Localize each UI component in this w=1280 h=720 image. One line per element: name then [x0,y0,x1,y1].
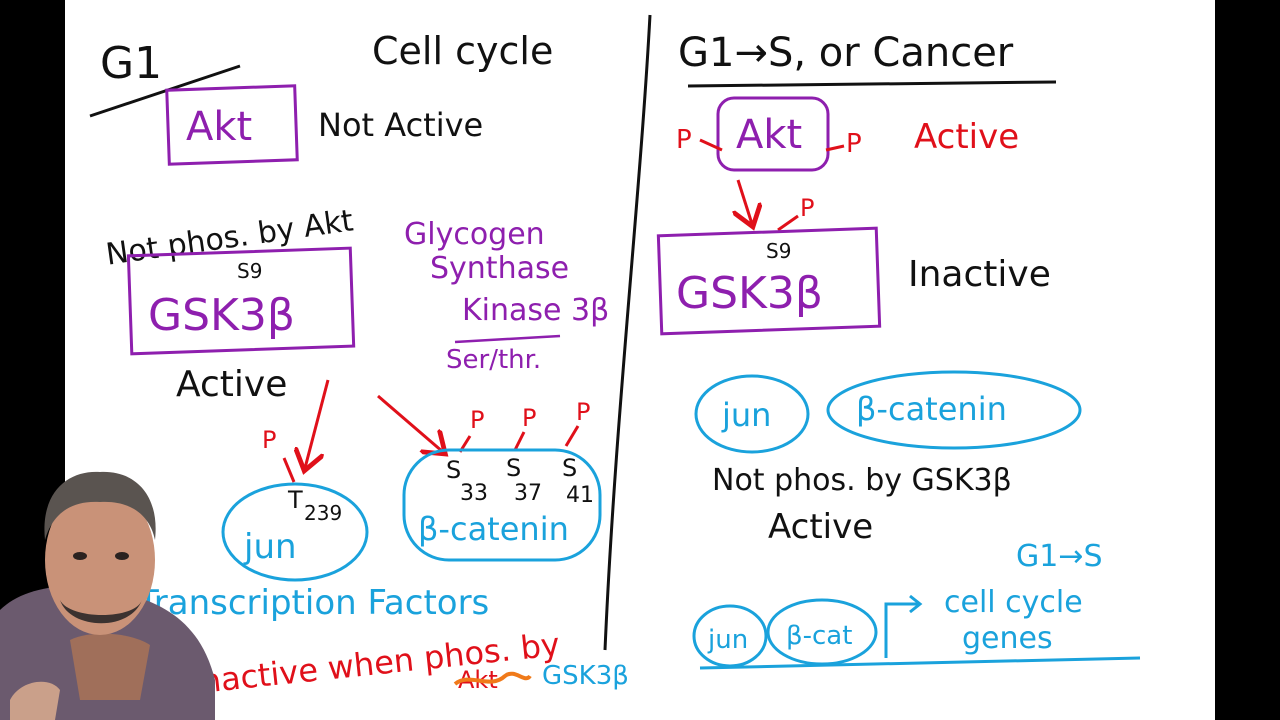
bcat-label-left: β-catenin [418,510,569,548]
jun-oval-right [694,374,810,454]
dna-line [699,656,1141,670]
right-black-bar [1215,0,1280,720]
g1-header: G1 [100,38,162,89]
glycogen-label: Glycogen [404,217,545,252]
gsk-status-right: Inactive [908,254,1051,295]
bcat-num-33: 33 [460,481,488,506]
phospho-s41-tick [564,425,580,447]
phospho-akt-left-tick [699,138,723,152]
phospho-akt-right-tick [825,144,845,152]
active-right: Active [768,507,873,547]
cell-cycle-genes-2: genes [962,621,1053,656]
jun-site-letter: T [287,486,303,514]
header-underline-right [687,80,1057,88]
jun-label-dna: jun [707,625,748,655]
ser-thr-label: Ser/thr. [446,345,541,375]
name-underline [454,334,561,344]
bcat-label-right: β-catenin [856,390,1007,428]
phospho-s37: P [522,404,536,432]
arrow-gsk-to-bcat [377,394,443,452]
bcat-site-s33: S [446,456,461,484]
board-surface [65,0,1215,720]
akt-label-left: Akt [186,104,252,150]
phospho-gsk-tick [777,214,799,232]
jun-site-number: 239 [304,501,342,525]
phospho-akt-left: P [676,125,692,155]
gsk-site-left: S9 [237,259,262,283]
gsk-label-right: GSK3β [676,268,823,319]
not-phos-by-gsk: Not phos. by GSK3β [712,463,1012,498]
bcat-num-41: 41 [566,483,594,508]
akt-box-active [716,96,830,172]
phospho-s37-tick [513,431,526,451]
bcat-label-dna: β-cat [786,621,852,651]
bcat-box-left [402,448,602,562]
strike-scribble [453,671,532,686]
gsk-site-right: S9 [766,239,791,263]
gsk-label-left: GSK3β [148,290,295,341]
bcat-site-s41: S [562,454,577,482]
synthase-label: Synthase [430,251,569,286]
jun-label-left: jun [243,527,297,567]
g1-s-cancer-header: G1→S, or Cancer [678,30,1014,76]
arrow-akt-to-gsk [738,179,752,224]
jun-oval-left [221,482,369,582]
gsk-status-left: Active [176,364,287,405]
phospho-s33: P [470,406,484,434]
bcat-site-s37: S [506,454,521,482]
akt-status-right: Active [914,117,1019,157]
divider-line [603,14,652,651]
promoter-arrow [884,602,918,658]
g1-underline [89,64,241,118]
gsk-box-inactive [656,226,882,336]
jun-label-right: jun [721,396,771,434]
cell-cycle-genes-1: cell cycle [944,585,1083,620]
cell-cycle-title: Cell cycle [372,29,553,73]
phospho-s41: P [576,398,590,426]
transcription-factors-label: Transcription Factors [137,583,489,623]
bcat-oval-right [826,370,1082,450]
akt-box-inactive [165,84,299,166]
presenter-video [0,471,215,720]
gsk-correction: GSK3β [542,661,629,691]
bcat-num-37: 37 [514,481,542,506]
g1-s-transition: G1→S [1016,539,1103,574]
kinase-label: Kinase 3β [462,293,609,328]
phospho-gsk-right: P [800,194,814,222]
phospho-jun-left: P [262,426,276,454]
phospho-jun-tick [282,457,296,483]
promoter-arrowhead [909,594,923,614]
akt-status-left: Not Active [318,106,483,144]
arrow-gsk-to-jun [305,379,330,468]
gsk-box-active [126,246,356,356]
phospho-akt-right: P [846,129,862,159]
akt-label-right: Akt [736,112,802,158]
